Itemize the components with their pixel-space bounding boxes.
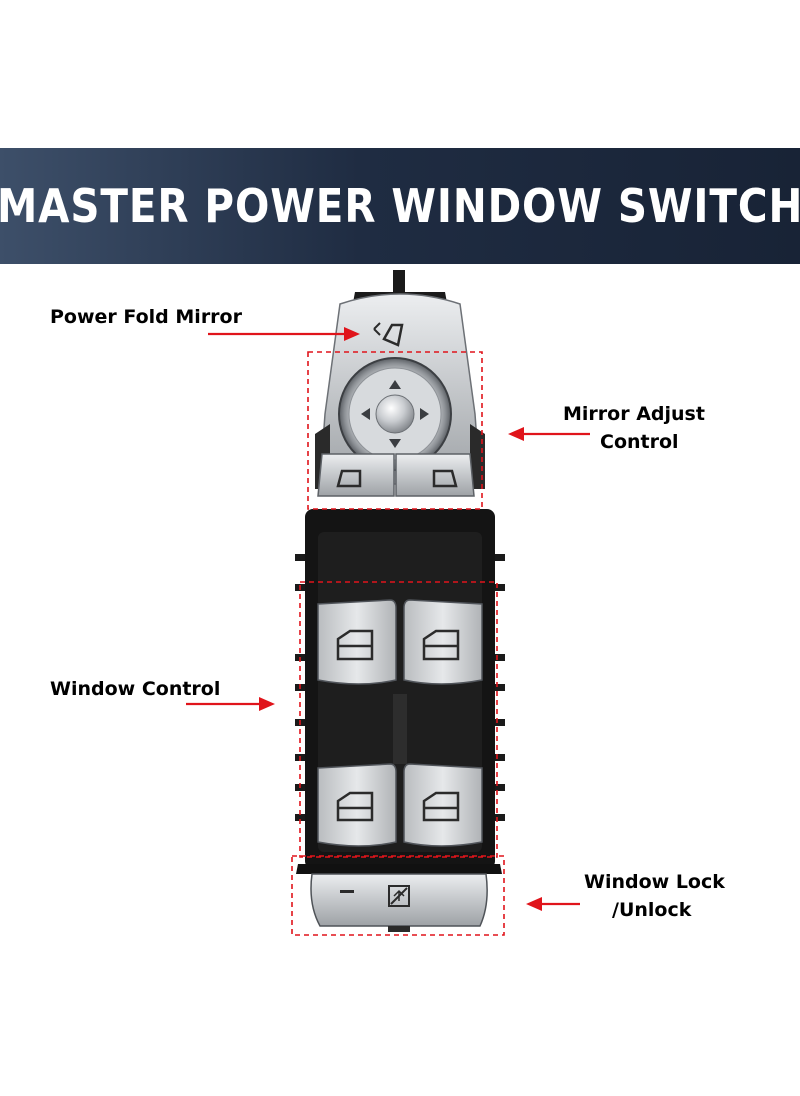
window-lock-button [296,864,502,932]
window-button-rear-left [317,763,397,847]
window-icon [422,629,460,661]
arrow-mirror-adjust [508,427,590,441]
window-icon [336,791,374,822]
highlight-boxes [291,351,505,936]
window-icon [336,629,374,661]
callout-window-lock-line1: Window Lock [584,871,725,893]
mirror-adjust-highlight [307,351,483,510]
switch-illustration [186,270,590,936]
window-control-buttons [317,599,483,847]
window-button-front-right [403,599,483,685]
callout-mirror-adjust-line2: Control [600,431,679,453]
window-lock-highlight [291,855,505,936]
arrow-power-fold [208,327,360,341]
arrow-window-control [186,697,275,711]
window-control-highlight [299,581,498,858]
child-lock-icon [388,885,410,907]
page-title: MASTER POWER WINDOW SWITCH [0,179,800,233]
mirror-fold-icon [373,322,404,347]
callout-power-fold-mirror: Power Fold Mirror [50,306,242,328]
mirror-select-buttons [317,453,475,497]
callout-mirror-adjust-line1: Mirror Adjust [563,403,705,425]
window-button-rear-right [403,763,483,847]
arrow-window-lock [526,897,580,911]
callout-window-control: Window Control [50,678,221,700]
mirror-right-icon [432,469,458,488]
mirror-adjust-joystick [338,357,452,471]
window-button-front-left [317,599,397,685]
mirror-left-icon [336,469,362,488]
arrow-up-icon [389,380,401,389]
title-banner: MASTER POWER WINDOW SWITCH [0,148,800,264]
arrow-down-icon [389,439,401,448]
switch-product-image [0,264,800,964]
callout-window-lock-line2: /Unlock [612,899,692,921]
window-icon [422,791,460,822]
arrow-right-icon [420,408,429,420]
arrow-left-icon [361,408,370,420]
callout-arrows [186,327,590,911]
